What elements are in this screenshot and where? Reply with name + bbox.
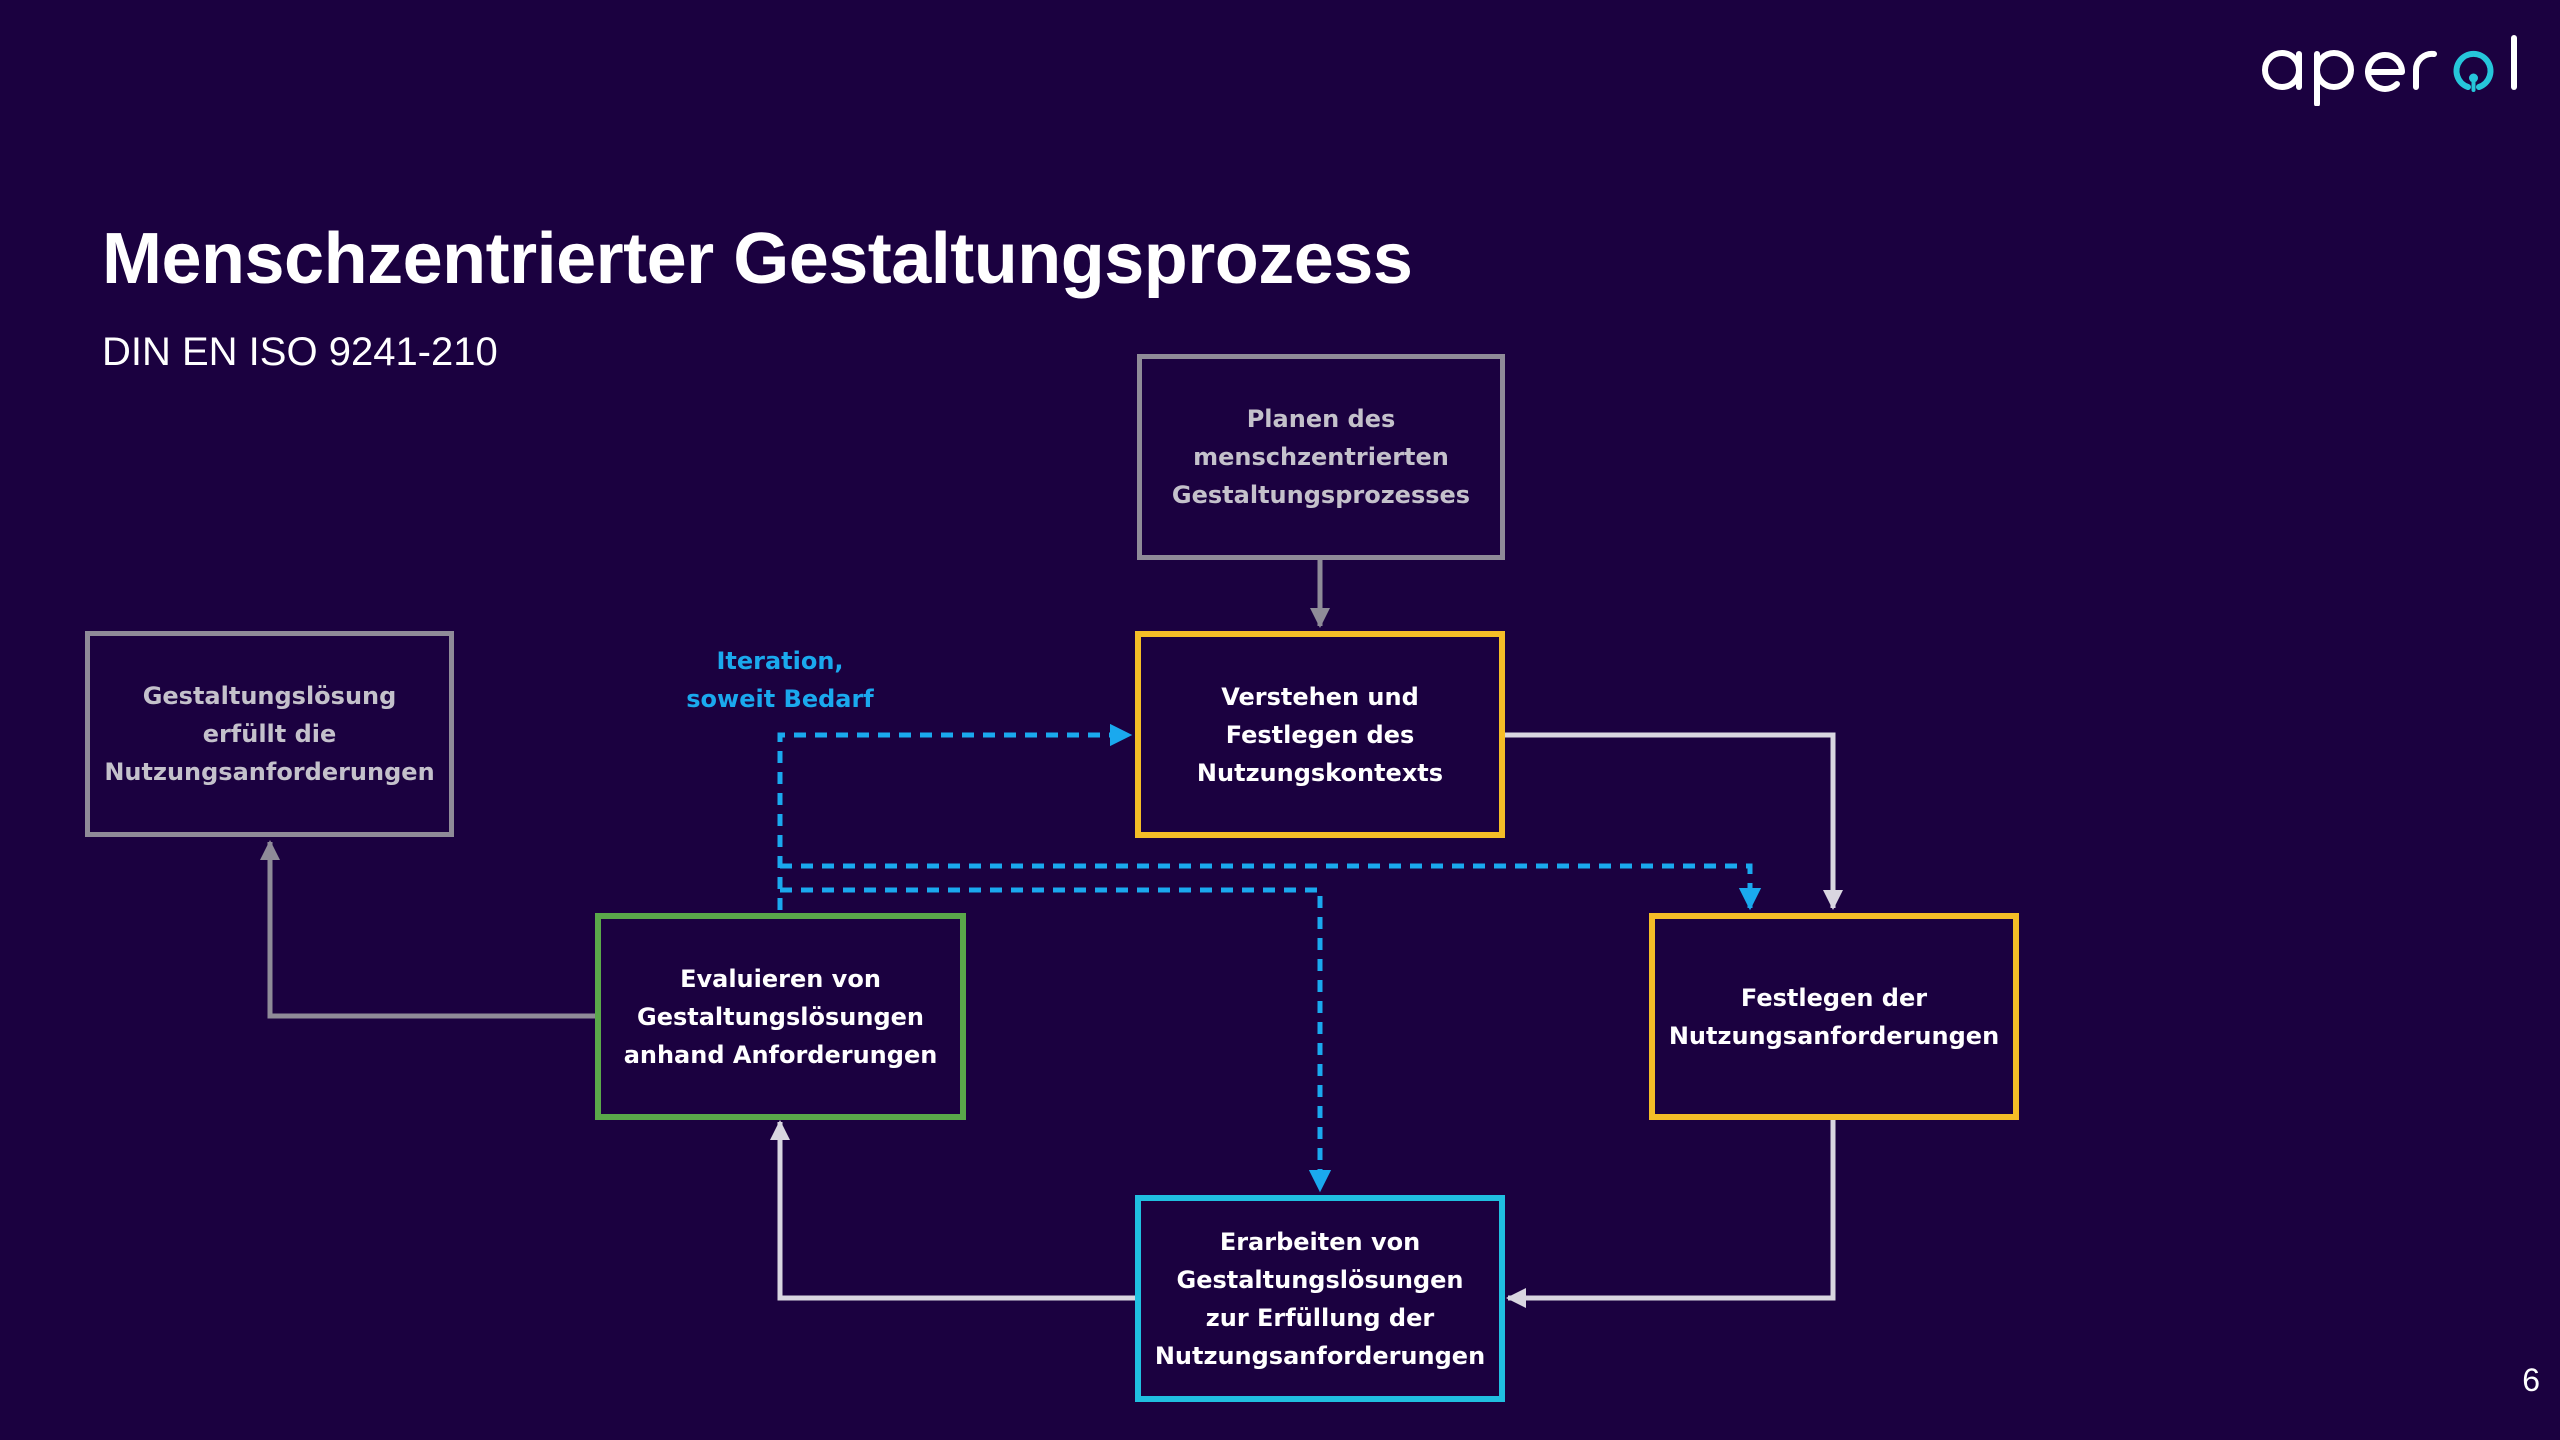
box-planen-label: Planen des menschzentrierten Gestaltungs… — [1171, 405, 1471, 509]
box-evaluieren: Evaluieren von Gestaltungslösungen anhan… — [595, 913, 966, 1120]
box-erarbeiten: Erarbeiten von Gestaltungslösungen zur E… — [1135, 1195, 1505, 1402]
arrow-festlegen-to-erarbeiten — [1506, 1118, 1836, 1308]
aperol-logo: aperol — [2262, 35, 2517, 106]
box-verstehen-label: Verstehen und Festlegen des Nutzungskont… — [1196, 682, 1444, 787]
box-planen: Planen des menschzentrierten Gestaltungs… — [1137, 354, 1505, 560]
iteration-label: Iteration, soweit Bedarf — [686, 647, 874, 713]
box-erarbeiten-label: Erarbeiten von Gestaltungslösungen zur E… — [1154, 1227, 1486, 1370]
iteration-arrow-to-erarbeiten — [780, 887, 1332, 1193]
arrow-erarbeiten-to-evaluieren — [770, 1120, 1135, 1301]
page-title: Menschzentrierter Gestaltungsprozess — [102, 219, 1413, 299]
box-evaluieren-label: Evaluieren von Gestaltungslösungen anhan… — [623, 964, 938, 1069]
iteration-arrow-to-verstehen — [777, 723, 1133, 910]
box-verstehen: Verstehen und Festlegen des Nutzungskont… — [1135, 631, 1505, 838]
box-festlegen-label: Festlegen der Nutzungsanforderungen — [1668, 983, 2000, 1050]
iteration-arrow-to-festlegen — [780, 863, 1762, 911]
arrow-verstehen-to-festlegen — [1503, 732, 1843, 910]
page-subtitle: DIN EN ISO 9241-210 — [102, 330, 498, 374]
box-festlegen: Festlegen der Nutzungsanforderungen — [1649, 913, 2019, 1120]
page-number: 6 — [2522, 1362, 2540, 1398]
box-erfuellt: Gestaltungslösung erfüllt die Nutzungsan… — [85, 631, 454, 837]
box-erfuellt-label: Gestaltungslösung erfüllt die Nutzungsan… — [104, 682, 435, 786]
arrow-evaluieren-to-erfuellt — [260, 840, 597, 1019]
